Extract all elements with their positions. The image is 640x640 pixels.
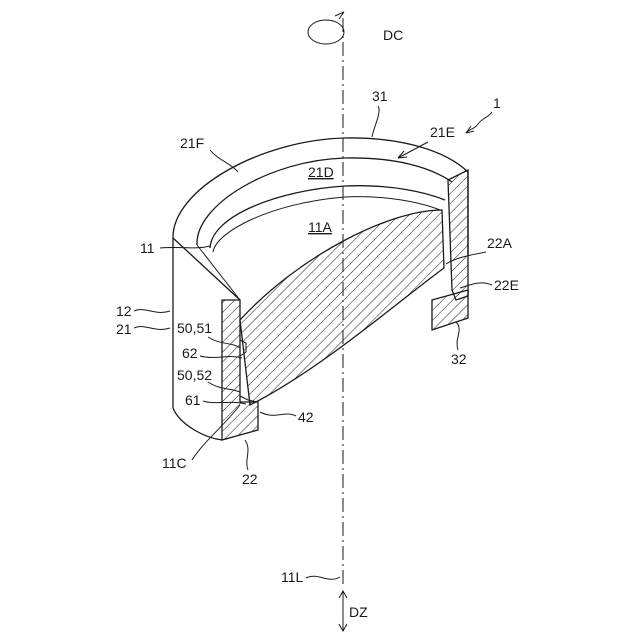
label-32: 32 bbox=[451, 351, 467, 367]
leader-12 bbox=[134, 310, 170, 313]
label-62: 62 bbox=[182, 345, 198, 361]
leader-11l bbox=[306, 576, 340, 579]
label-22e: 22E bbox=[494, 277, 519, 293]
right-lower-block bbox=[432, 290, 468, 330]
label-1: 1 bbox=[493, 95, 501, 111]
label-dz: DZ bbox=[349, 604, 368, 620]
arrow-21e-head bbox=[398, 151, 407, 158]
label-21d: 21D bbox=[308, 164, 334, 180]
label-21e: 21E bbox=[430, 124, 455, 140]
label-31: 31 bbox=[372, 88, 388, 104]
label-21f: 21F bbox=[180, 135, 204, 151]
right-wall-hatched bbox=[448, 170, 468, 300]
label-50-51: 50,51 bbox=[177, 320, 212, 336]
leader-31 bbox=[372, 106, 379, 137]
lens-section-11 bbox=[240, 210, 444, 405]
label-50-52: 50,52 bbox=[177, 367, 212, 383]
label-11c: 11C bbox=[162, 455, 187, 471]
label-12: 12 bbox=[116, 303, 132, 319]
leader-21 bbox=[134, 327, 170, 330]
label-61: 61 bbox=[185, 392, 201, 408]
label-42: 42 bbox=[298, 409, 314, 425]
leader-42 bbox=[260, 412, 296, 416]
front-wall-inner-edge bbox=[197, 245, 240, 300]
label-11a: 11A bbox=[308, 219, 333, 235]
label-11: 11 bbox=[140, 240, 155, 256]
label-21: 21 bbox=[116, 321, 132, 337]
leader-11 bbox=[160, 246, 210, 248]
leader-21f bbox=[210, 150, 238, 172]
rotation-arrow-icon bbox=[308, 12, 344, 44]
label-11l: 11L bbox=[281, 569, 304, 585]
dz-arrow-icon bbox=[339, 591, 347, 631]
leader-1 bbox=[466, 112, 492, 133]
leader-32 bbox=[456, 322, 459, 350]
label-22a: 22A bbox=[487, 235, 513, 251]
leader-22 bbox=[245, 440, 248, 470]
label-dc: DC bbox=[383, 27, 403, 43]
label-22: 22 bbox=[242, 471, 258, 487]
